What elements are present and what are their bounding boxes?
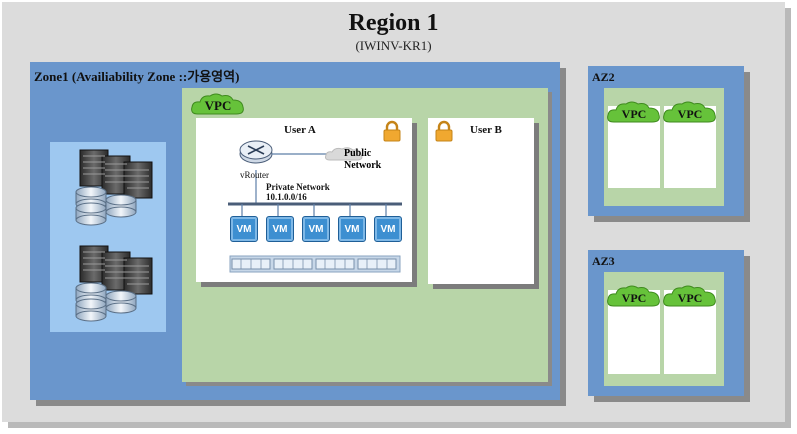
user-a-network-diagram bbox=[228, 140, 402, 273]
user-b-box: User B bbox=[428, 118, 534, 284]
az2-label: AZ2 bbox=[592, 70, 615, 84]
az3-zone: AZ3 VPC VPC bbox=[588, 250, 744, 396]
vpc-tag-label: VPC bbox=[205, 98, 232, 113]
az2-zone: AZ2 VPC VPC bbox=[588, 66, 744, 216]
vm-box: VM bbox=[230, 216, 258, 242]
vm-box: VM bbox=[338, 216, 366, 242]
vm-box: VM bbox=[266, 216, 294, 242]
vpc-cloud-icon: VPC bbox=[607, 101, 660, 123]
region-subtitle: (IWINV-KR1) bbox=[355, 38, 432, 53]
vpc-cloud-icon: VPC bbox=[607, 285, 660, 307]
vpc-label: VPC bbox=[622, 291, 647, 305]
vm-box: VM bbox=[302, 216, 330, 242]
vpc-cloud-icon: VPC bbox=[191, 93, 244, 115]
private-network-line-2: 10.1.0.0/16 bbox=[266, 192, 307, 202]
az3-vpc-area: VPC VPC bbox=[604, 272, 724, 386]
region-title: Region 1 bbox=[348, 10, 439, 36]
az2-vpc-area: VPC VPC bbox=[604, 88, 724, 206]
vpc-area: VPC User A bbox=[182, 88, 548, 382]
az3-label: AZ3 bbox=[592, 254, 615, 268]
user-a-title: User A bbox=[284, 124, 316, 136]
user-a-box: User A bbox=[196, 118, 412, 282]
vpc-cloud-icon: VPC bbox=[663, 101, 716, 123]
vm-box: VM bbox=[374, 216, 402, 242]
lock-icon bbox=[435, 120, 453, 142]
public-network-cloud-icon bbox=[325, 147, 363, 161]
region-1: Region 1 (IWINV-KR1) Zone1 (Availiabilit… bbox=[2, 2, 785, 422]
zone-label: Zone1 (Availiability Zone ::가용영역) bbox=[34, 69, 240, 84]
private-network-label: Private Network 10.1.0.0/16 bbox=[266, 182, 330, 202]
zone-1: Zone1 (Availiability Zone ::가용영역) bbox=[30, 62, 560, 400]
router-label: vRouter bbox=[240, 170, 269, 180]
user-b-title: User B bbox=[470, 124, 502, 136]
private-network-line-1: Private Network bbox=[266, 182, 330, 192]
public-network-line-1: Public bbox=[344, 148, 372, 159]
vpc-label: VPC bbox=[678, 291, 703, 305]
vpc-cloud-icon: VPC bbox=[663, 285, 716, 307]
public-network-line-2: Network bbox=[344, 160, 382, 171]
server-storage-panel bbox=[50, 142, 166, 332]
lock-icon bbox=[383, 120, 401, 142]
vpc-label: VPC bbox=[622, 107, 647, 121]
vpc-label: VPC bbox=[678, 107, 703, 121]
public-network-label: Public Network bbox=[344, 148, 381, 172]
server-rack-icon bbox=[75, 149, 153, 322]
